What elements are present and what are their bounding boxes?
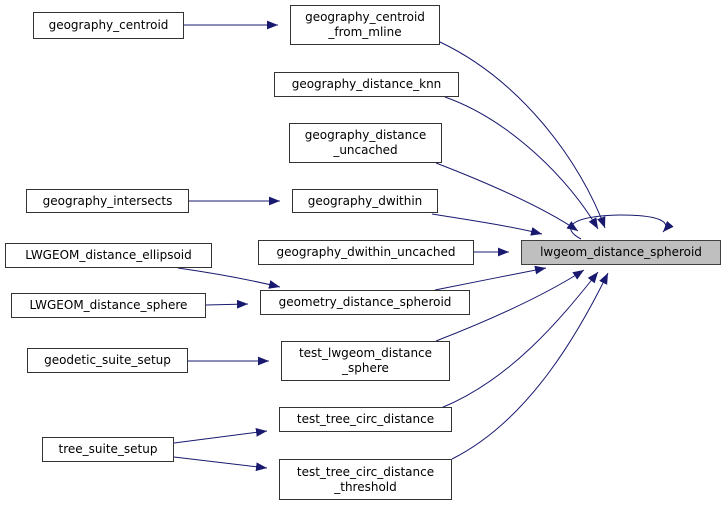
- node-test-lwgeom-distance-sphere[interactable]: test_lwgeom_distance_sphere: [281, 341, 450, 381]
- node-label: geography_centroid: [305, 10, 425, 24]
- node-label: _threshold: [334, 479, 397, 494]
- node-label: _from_mline: [328, 25, 402, 39]
- edge-lwgeom-distance-spheroid-to-lwgeom-distance-spheroid: [570, 214, 674, 240]
- node-lwgeom-distance-spheroid[interactable]: lwgeom_distance_spheroid: [521, 240, 721, 265]
- node-label: geography_dwithin: [307, 193, 423, 208]
- node-label: LWGEOM_distance_ellipsoid: [25, 248, 192, 262]
- node-geography-intersects[interactable]: geography_intersects: [26, 189, 189, 213]
- edge-tree-suite-setup-to-test-tree-circ-distance-threshold: [173, 456, 268, 472]
- node-geography-distance-uncached[interactable]: geography_distance_uncached: [289, 123, 442, 163]
- node-label: geometry_distance_spheroid: [278, 295, 452, 309]
- node-tree-suite-setup[interactable]: tree_suite_setup: [42, 437, 174, 462]
- edge-test-lwgeom-distance-sphere-to-lwgeom-distance-spheroid: [435, 269, 585, 342]
- node-lwgeom-distance-sphere[interactable]: LWGEOM_distance_sphere: [11, 293, 206, 318]
- node-label: geography_intersects: [42, 193, 173, 208]
- node-label: test_tree_circ_distance: [296, 464, 435, 479]
- edge-lwgeom-distance-sphere-to-geometry-distance-spheroid: [205, 299, 249, 309]
- edge-test-tree-circ-distance-threshold-to-lwgeom-distance-spheroid: [451, 272, 609, 460]
- node-label: lwgeom_distance_spheroid: [540, 245, 702, 259]
- node-label: test_lwgeom_distance: [298, 346, 433, 360]
- edge-lwgeom-distance-ellipsoid-to-geometry-distance-spheroid: [177, 267, 281, 289]
- edge-geometry-distance-spheroid-to-lwgeom-distance-spheroid: [434, 265, 547, 291]
- node-geography-centroid[interactable]: geography_centroid: [33, 12, 184, 39]
- node-geography-dwithin[interactable]: geography_dwithin: [292, 189, 438, 213]
- node-label: _sphere: [342, 361, 389, 375]
- node-label: geography_dwithin_uncached: [276, 245, 456, 259]
- node-label: geography_distance: [304, 128, 427, 142]
- node-geometry-distance-spheroid[interactable]: geometry_distance_spheroid: [260, 290, 470, 315]
- node-geography-centroid-from-mline[interactable]: geography_centroid_from_mline: [290, 5, 440, 45]
- node-label: geodetic_suite_setup: [44, 353, 171, 367]
- edge-tree-suite-setup-to-test-tree-circ-distance: [173, 428, 268, 444]
- edge-test-tree-circ-distance-to-lwgeom-distance-spheroid: [440, 271, 599, 409]
- node-label: tree_suite_setup: [58, 442, 158, 456]
- edge-geography-dwithin-to-lwgeom-distance-spheroid: [431, 213, 543, 236]
- node-lwgeom-distance-ellipsoid[interactable]: LWGEOM_distance_ellipsoid: [5, 243, 212, 268]
- node-test-tree-circ-distance[interactable]: test_tree_circ_distance: [279, 407, 452, 432]
- node-geodetic-suite-setup[interactable]: geodetic_suite_setup: [27, 348, 188, 373]
- node-label: _uncached: [333, 143, 398, 157]
- node-label: geography_centroid: [48, 18, 169, 32]
- node-label: LWGEOM_distance_sphere: [29, 298, 188, 312]
- node-label: geography_distance_knn: [291, 77, 442, 91]
- node-geography-distance-knn[interactable]: geography_distance_knn: [274, 72, 459, 97]
- node-geography-dwithin-uncached[interactable]: geography_dwithin_uncached: [258, 240, 474, 265]
- edge-geography-distance-knn-to-lwgeom-distance-spheroid: [444, 96, 599, 230]
- edge-geography-centroid-from-mline-to-lwgeom-distance-spheroid: [439, 41, 606, 229]
- edge-geography-distance-uncached-to-lwgeom-distance-spheroid: [435, 162, 579, 232]
- node-test-tree-circ-distance-threshold[interactable]: test_tree_circ_distance_threshold: [279, 459, 452, 500]
- node-label: test_tree_circ_distance: [296, 412, 435, 426]
